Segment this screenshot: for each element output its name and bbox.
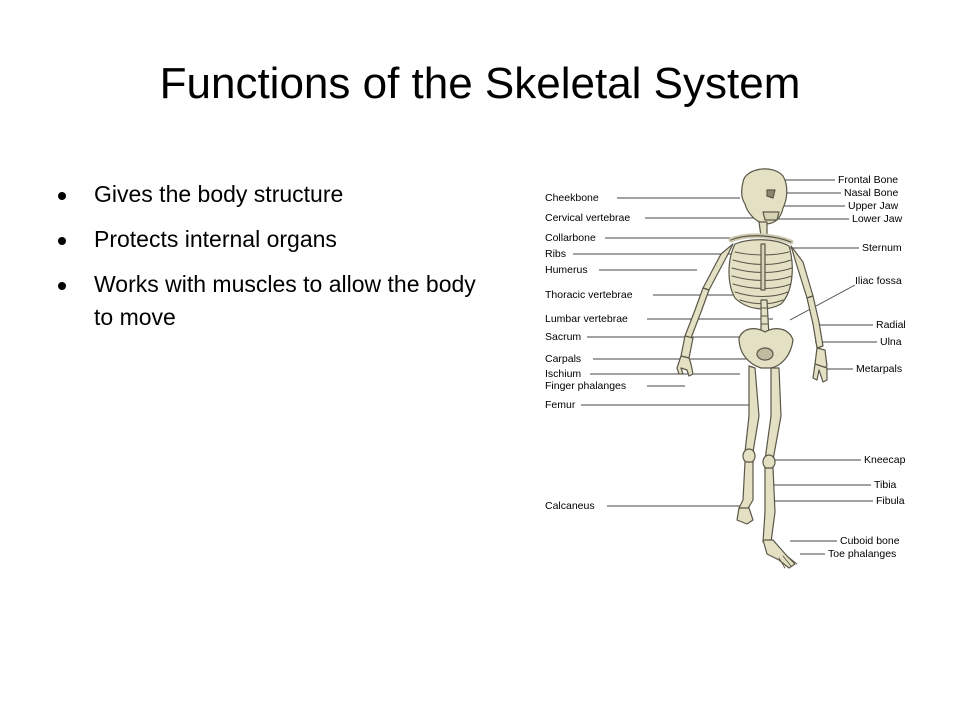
label-upper-jaw: Upper Jaw xyxy=(848,200,899,212)
bullet-text: Gives the body structure xyxy=(94,181,344,207)
label-fibula: Fibula xyxy=(876,495,905,507)
bullet-text: Works with muscles to allow the body to … xyxy=(94,271,476,330)
label-ulna: Ulna xyxy=(880,336,902,348)
label-radial: Radial xyxy=(876,319,906,331)
label-tibia: Tibia xyxy=(874,479,897,491)
label-femur: Femur xyxy=(545,399,576,411)
label-nasal-bone: Nasal Bone xyxy=(844,187,898,199)
right-labels: Frontal Bone Nasal Bone Upper Jaw Lower … xyxy=(828,174,906,560)
skeleton-diagram: Cheekbone Cervical vertebrae Collarbone … xyxy=(535,160,920,580)
bullet-dot-icon xyxy=(58,282,66,291)
label-collarbone: Collarbone xyxy=(545,232,596,244)
left-labels: Cheekbone Cervical vertebrae Collarbone … xyxy=(545,192,633,512)
label-cuboid-bone: Cuboid bone xyxy=(840,535,900,547)
label-iliac-fossa: Iliac fossa xyxy=(855,275,902,287)
label-ischium: Ischium xyxy=(545,368,581,380)
label-lower-jaw: Lower Jaw xyxy=(852,213,903,225)
label-toe-phalanges: Toe phalanges xyxy=(828,548,896,560)
label-cervical-vertebrae: Cervical vertebrae xyxy=(545,212,630,224)
label-humerus: Humerus xyxy=(545,264,588,276)
label-lumbar-vertebrae: Lumbar vertebrae xyxy=(545,313,628,325)
label-ribs: Ribs xyxy=(545,248,566,260)
label-kneecap: Kneecap xyxy=(864,454,906,466)
bullet-dot-icon xyxy=(58,192,66,200)
label-carpals: Carpals xyxy=(545,353,581,365)
label-calcaneus: Calcaneus xyxy=(545,500,595,512)
label-thoracic-vertebrae: Thoracic vertebrae xyxy=(545,289,633,301)
slide-title: Functions of the Skeletal System xyxy=(159,59,801,108)
skeleton-svg: Cheekbone Cervical vertebrae Collarbone … xyxy=(545,168,906,569)
label-finger-phalanges: Finger phalanges xyxy=(545,380,626,392)
bullet-item: Gives the body structure xyxy=(58,178,344,210)
label-cheekbone: Cheekbone xyxy=(545,192,599,204)
bullet-item: Protects internal organs xyxy=(58,223,478,255)
skeleton-figure xyxy=(676,168,828,569)
label-sternum: Sternum xyxy=(862,242,902,254)
label-metarpals: Metarpals xyxy=(856,363,902,375)
bullet-item: Works with muscles to allow the body to … xyxy=(58,268,478,332)
bullet-dot-icon xyxy=(58,237,66,246)
bullet-text: Protects internal organs xyxy=(94,226,337,253)
leader-lines xyxy=(573,179,877,555)
bullet-list: Gives the body structure Protects intern… xyxy=(58,178,478,346)
label-sacrum: Sacrum xyxy=(545,331,581,343)
label-frontal-bone: Frontal Bone xyxy=(838,174,898,186)
